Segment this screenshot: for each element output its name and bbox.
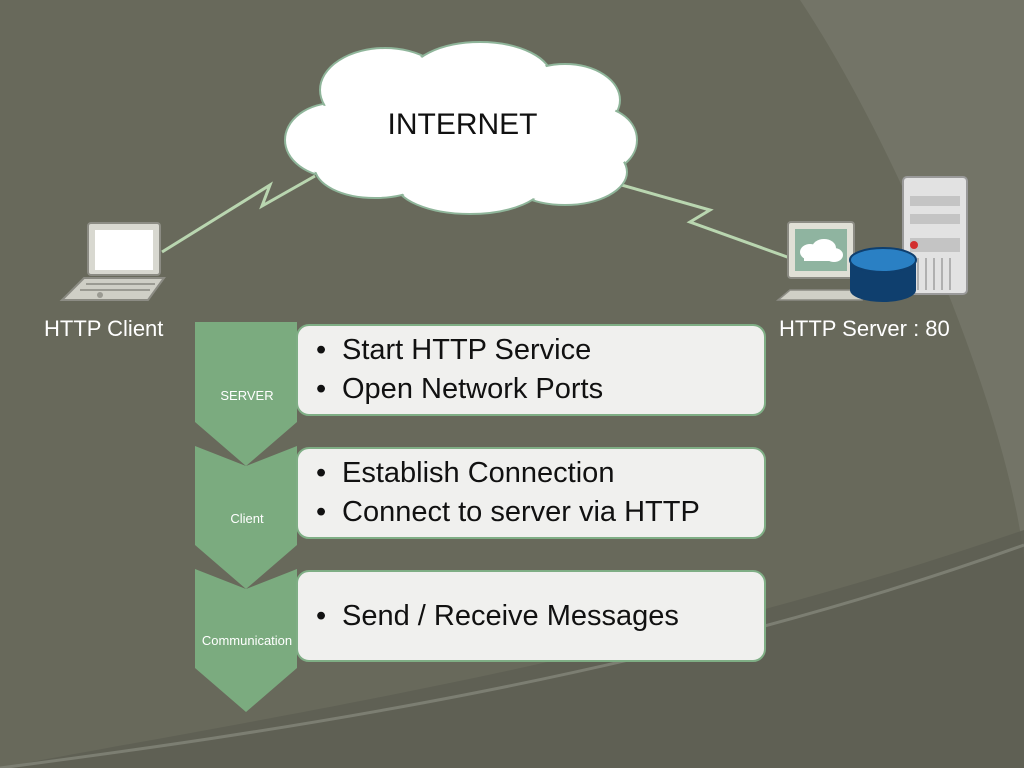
stage-label-client: Client bbox=[230, 511, 264, 526]
step-bullet: Connect to server via HTTP bbox=[316, 493, 764, 532]
chevron-communication bbox=[195, 569, 297, 712]
cloud-label: INTERNET bbox=[387, 108, 538, 141]
background-arc-line bbox=[0, 543, 1024, 768]
chevron-client bbox=[195, 446, 297, 589]
step-bullet: Start HTTP Service bbox=[316, 331, 764, 370]
step-bullet: Open Network Ports bbox=[316, 370, 764, 409]
server-connection-line bbox=[617, 182, 791, 260]
client-connection-line bbox=[161, 174, 316, 254]
background-arc-bottom bbox=[0, 530, 1024, 768]
server-icon bbox=[775, 176, 968, 302]
stage-label-communication: Communication bbox=[201, 633, 293, 648]
stage-label-server: SERVER bbox=[220, 388, 274, 403]
step-bullet: Send / Receive Messages bbox=[316, 597, 764, 636]
step-box-client: Establish Connection Connect to server v… bbox=[296, 447, 766, 539]
step-bullet: Establish Connection bbox=[316, 454, 764, 493]
chevron-server bbox=[195, 322, 297, 466]
step-box-communication: Send / Receive Messages bbox=[296, 570, 766, 662]
server-label: HTTP Server : 80 bbox=[779, 316, 950, 341]
cloud-icon bbox=[284, 41, 638, 215]
client-label: HTTP Client bbox=[44, 316, 164, 341]
step-box-server: Start HTTP Service Open Network Ports bbox=[296, 324, 766, 416]
laptop-icon bbox=[59, 222, 166, 301]
background-arc-top bbox=[800, 0, 1024, 560]
